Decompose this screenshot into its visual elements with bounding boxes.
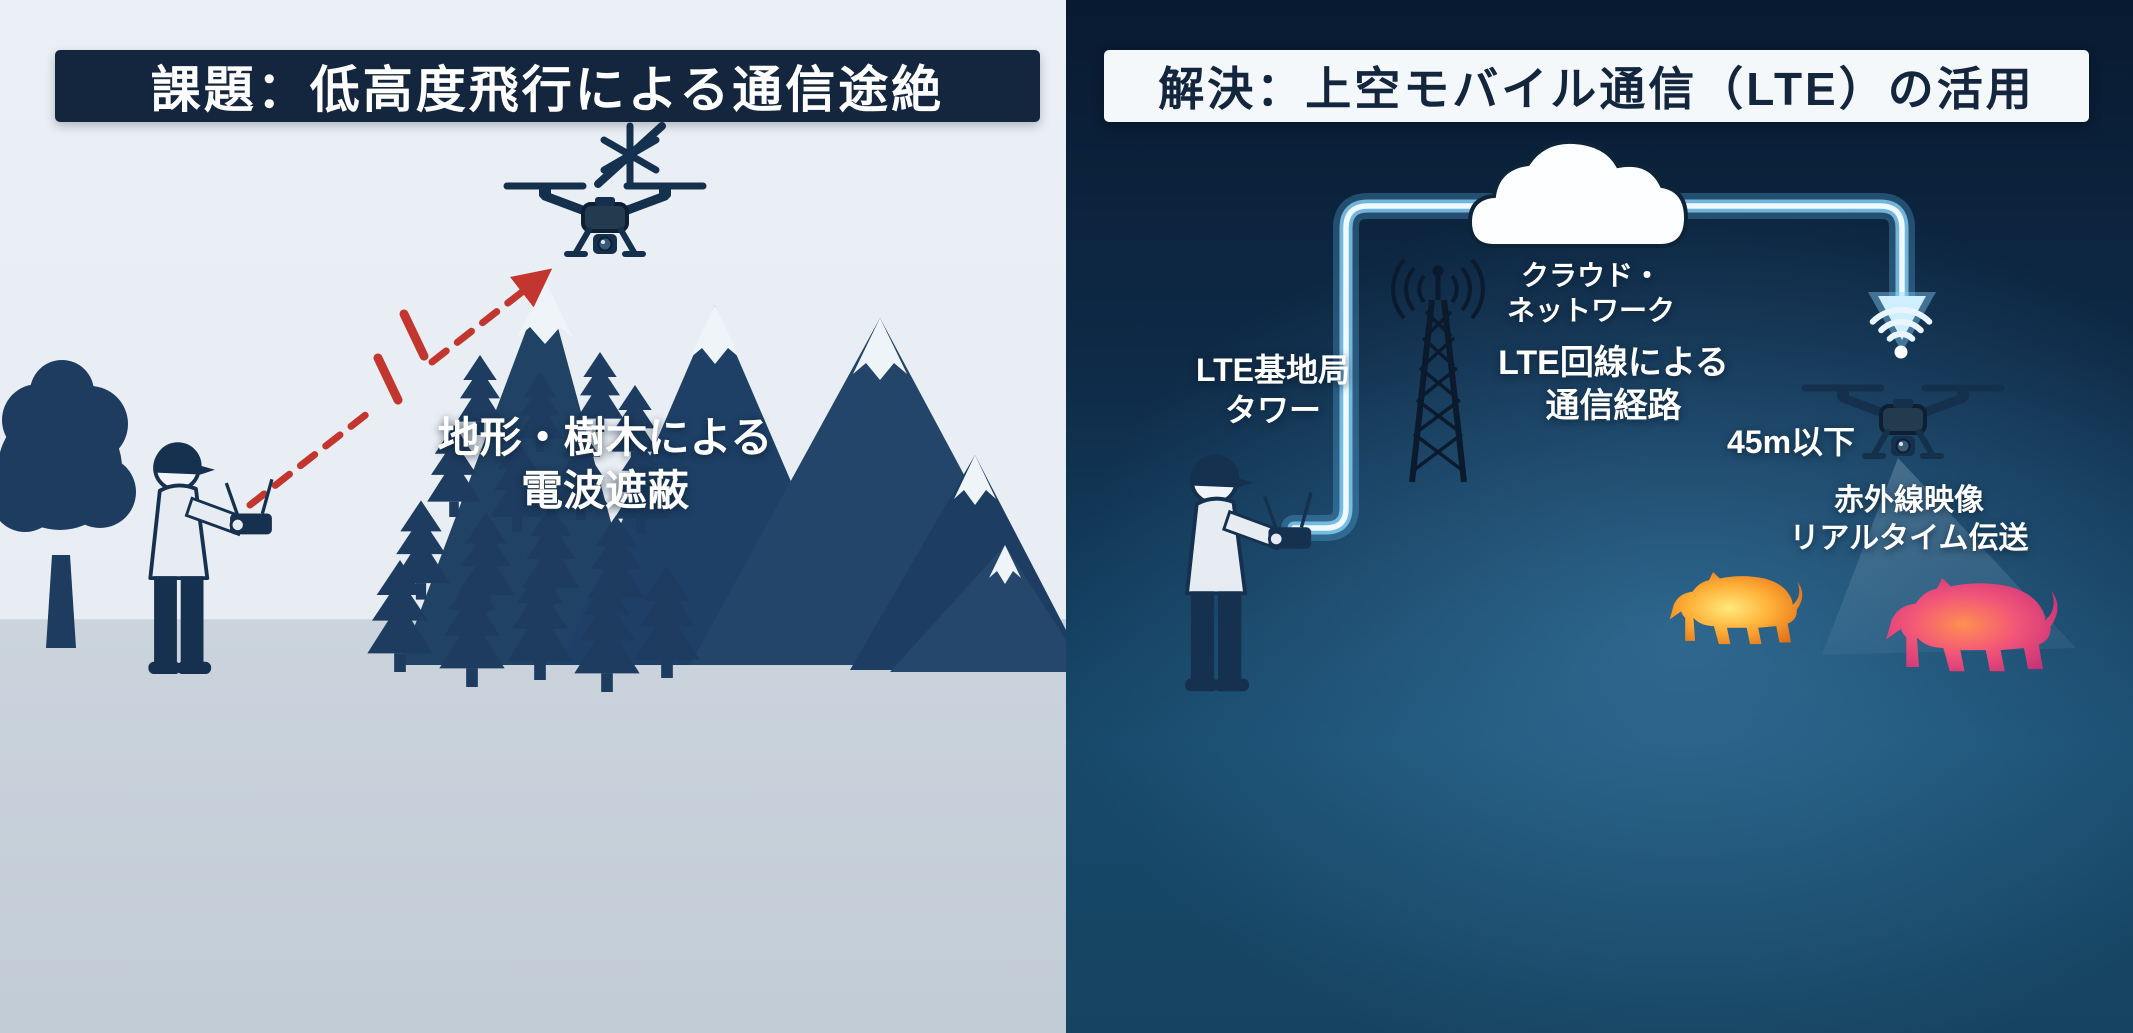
- problem-title: 課題：低高度飛行による通信途絶: [150, 62, 945, 118]
- solution-title-banner: 解決：上空モバイル通信（LTE）の活用: [1104, 50, 2089, 122]
- problem-scene-svg: [0, 122, 1066, 692]
- solution-scene-svg: [1183, 139, 2076, 694]
- obstruction-label-line1: 地形・樹木による: [437, 414, 773, 461]
- tower-label: LTE基地局 タワー: [1178, 350, 1368, 430]
- cloud-icon: [1467, 139, 1689, 248]
- obstruction-label-line2: 電波遮蔽: [520, 466, 689, 514]
- tree-icon: [0, 360, 136, 648]
- drone-icon: [507, 185, 703, 254]
- broken-link-arrow: [246, 268, 553, 509]
- route-label-line2: 通信経路: [1545, 386, 1682, 425]
- solution-title: 解決：上空モバイル通信（LTE）の活用: [1158, 63, 2035, 115]
- link-break-marks: [373, 309, 429, 405]
- obstruction-label: 地形・樹木による 電波遮蔽: [420, 412, 790, 517]
- mountain-range: [400, 280, 1066, 672]
- lte-tower-icon: [1391, 258, 1485, 483]
- problem-panel: 課題：低高度飛行による通信途絶 地形・樹木による 電波遮蔽: [0, 0, 1066, 1033]
- transmission-label: 赤外線映像 リアルタイム伝送: [1764, 482, 2054, 557]
- altitude-label: 45m以下: [1711, 422, 1871, 462]
- transmission-label-line1: 赤外線映像: [1834, 484, 1984, 517]
- signal-lost-icon: [594, 122, 666, 188]
- lte-route-path: [1281, 193, 1936, 541]
- thermal-boar-small: [1669, 572, 1803, 645]
- route-label-line1: LTE回線による: [1498, 344, 1729, 382]
- cloud-label-line2: ネットワーク: [1506, 295, 1675, 326]
- transmission-label-line2: リアルタイム伝送: [1789, 521, 2029, 555]
- operator-figure: [1183, 452, 1314, 694]
- cloud-label-line1: クラウド・: [1520, 260, 1661, 291]
- wifi-icon: [1869, 306, 1933, 359]
- tower-label-line1: LTE基地局: [1195, 352, 1351, 388]
- altitude-label-text: 45m以下: [1726, 424, 1856, 460]
- tower-label-line2: タワー: [1224, 392, 1321, 428]
- solution-panel: 解決：上空モバイル通信（LTE）の活用 クラウド・ ネットワーク LTE基地局 …: [1066, 0, 2133, 1033]
- route-label: LTE回線による 通信経路: [1466, 342, 1761, 427]
- route-arrowhead: [1878, 296, 1926, 340]
- cloud-label: クラウド・ ネットワーク: [1486, 258, 1696, 328]
- problem-title-banner: 課題：低高度飛行による通信途絶: [55, 50, 1040, 122]
- operator-figure: [146, 440, 274, 676]
